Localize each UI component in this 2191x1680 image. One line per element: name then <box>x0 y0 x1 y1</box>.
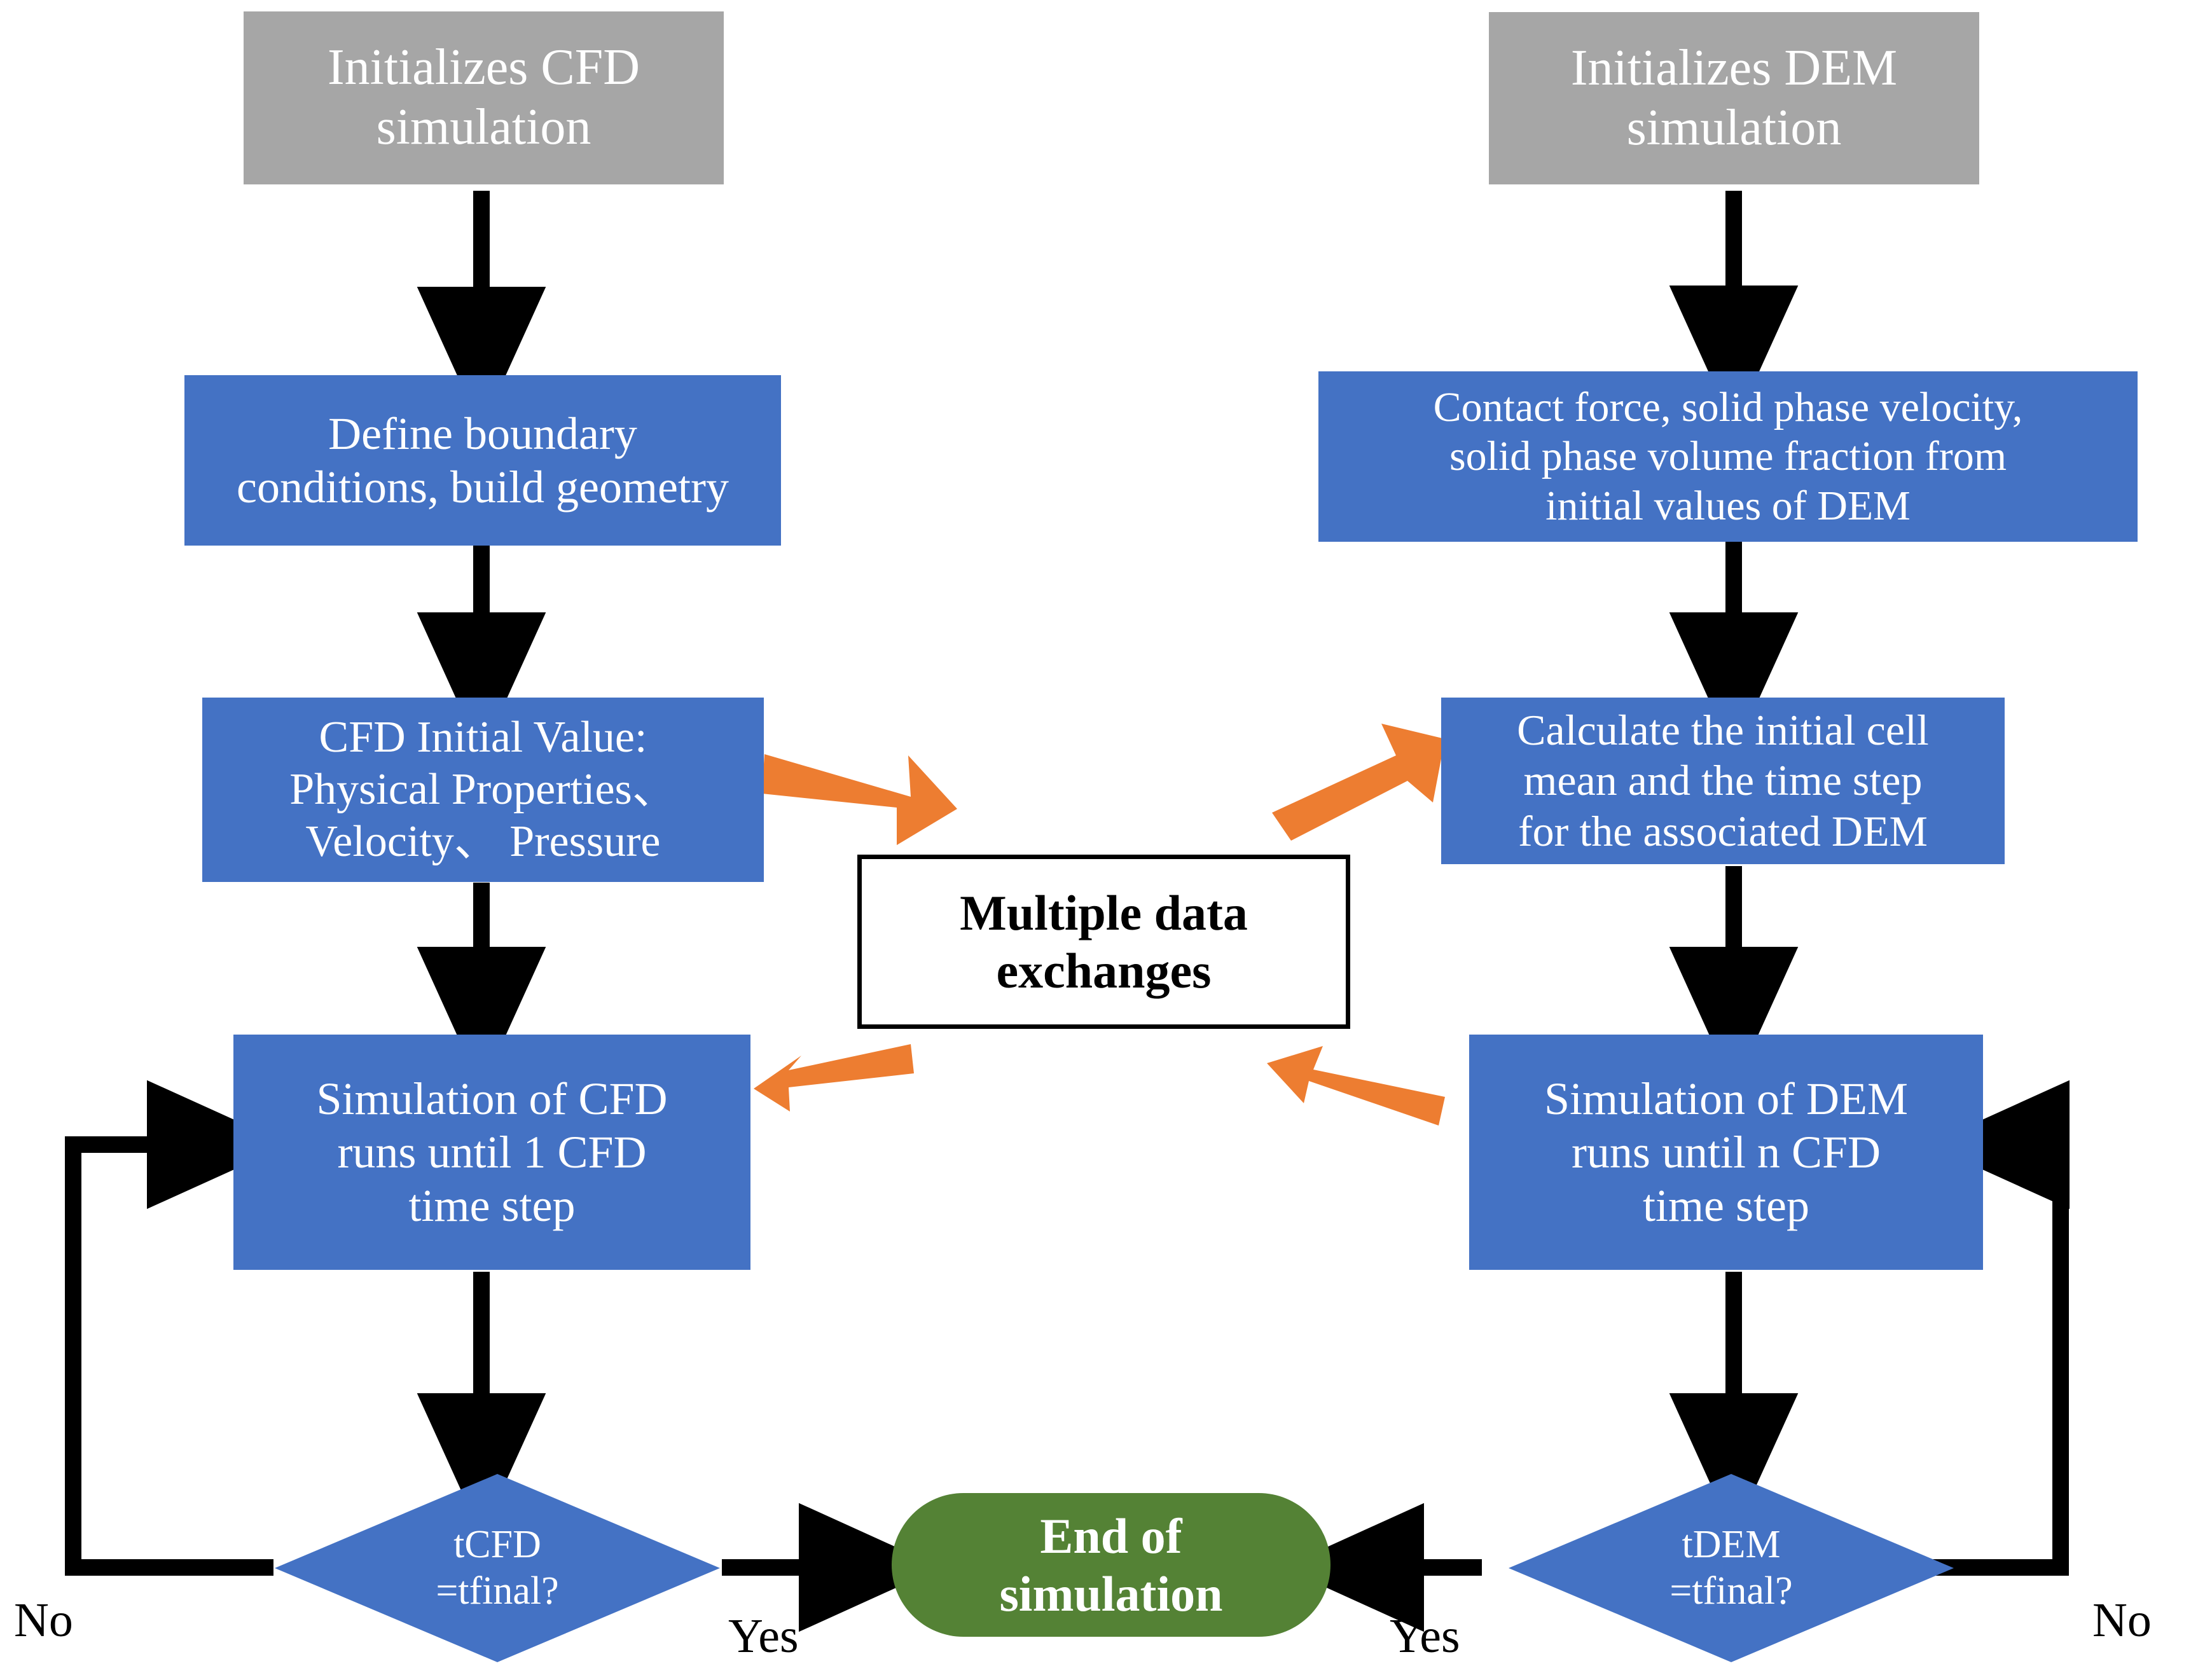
edge-label-yes-right: Yes <box>1390 1609 1460 1663</box>
node-multiple-data-exchanges[interactable]: Multiple data exchanges <box>857 855 1350 1029</box>
node-simulation-of-cfd-label: Simulation of CFD runs until 1 CFD time … <box>316 1073 668 1232</box>
node-define-boundary-conditions[interactable]: Define boundary conditions, build geomet… <box>184 375 781 546</box>
node-calculate-initial-cell-mean[interactable]: Calculate the initial cell mean and the … <box>1441 698 2005 864</box>
node-cfd-initial-value[interactable]: CFD Initial Value: Physical Properties、 … <box>202 698 764 882</box>
node-initializes-dem-simulation[interactable]: Initializes DEM simulation <box>1489 12 1979 184</box>
node-contact-force-initial-values[interactable]: Contact force, solid phase velocity, sol… <box>1318 371 2138 542</box>
node-contact-force-initial-values-label: Contact force, solid phase velocity, sol… <box>1433 384 2023 529</box>
node-multiple-data-exchanges-label: Multiple data exchanges <box>960 885 1248 998</box>
node-decision-tdem[interactable]: tDEM =tfinal? <box>1509 1474 1954 1662</box>
node-define-boundary-conditions-label: Define boundary conditions, build geomet… <box>237 408 729 513</box>
node-initializes-dem-simulation-label: Initializes DEM simulation <box>1570 39 1898 156</box>
node-end-of-simulation[interactable]: End of simulation <box>892 1493 1330 1637</box>
node-calculate-initial-cell-mean-label: Calculate the initial cell mean and the … <box>1517 705 1929 855</box>
orange-arrow-exchange-to-sim-cfd <box>754 1044 914 1112</box>
node-end-of-simulation-label: End of simulation <box>999 1508 1223 1621</box>
node-decision-tdem-label: tDEM =tfinal? <box>1669 1522 1793 1613</box>
node-simulation-of-dem-label: Simulation of DEM runs until n CFD time … <box>1544 1073 1908 1232</box>
edge-label-no-right: No <box>2092 1594 2152 1647</box>
orange-arrow-cfd-to-exchange <box>762 754 957 845</box>
node-simulation-of-dem[interactable]: Simulation of DEM runs until n CFD time … <box>1469 1035 1983 1270</box>
orange-arrow-sim-dem-to-exchange <box>1267 1046 1445 1126</box>
node-cfd-initial-value-label: CFD Initial Value: Physical Properties、 … <box>289 713 677 866</box>
node-initializes-cfd-simulation-label: Initializes CFD simulation <box>327 39 640 155</box>
orange-arrow-exchange-to-calculate <box>1272 724 1445 841</box>
node-decision-tcfd-label: tCFD =tfinal? <box>436 1522 559 1613</box>
edge-label-no-left: No <box>14 1594 73 1647</box>
node-simulation-of-cfd[interactable]: Simulation of CFD runs until 1 CFD time … <box>233 1035 750 1270</box>
node-initializes-cfd-simulation[interactable]: Initializes CFD simulation <box>244 11 724 184</box>
edge-label-yes-left: Yes <box>728 1609 799 1663</box>
node-decision-tcfd[interactable]: tCFD =tfinal? <box>275 1474 720 1662</box>
